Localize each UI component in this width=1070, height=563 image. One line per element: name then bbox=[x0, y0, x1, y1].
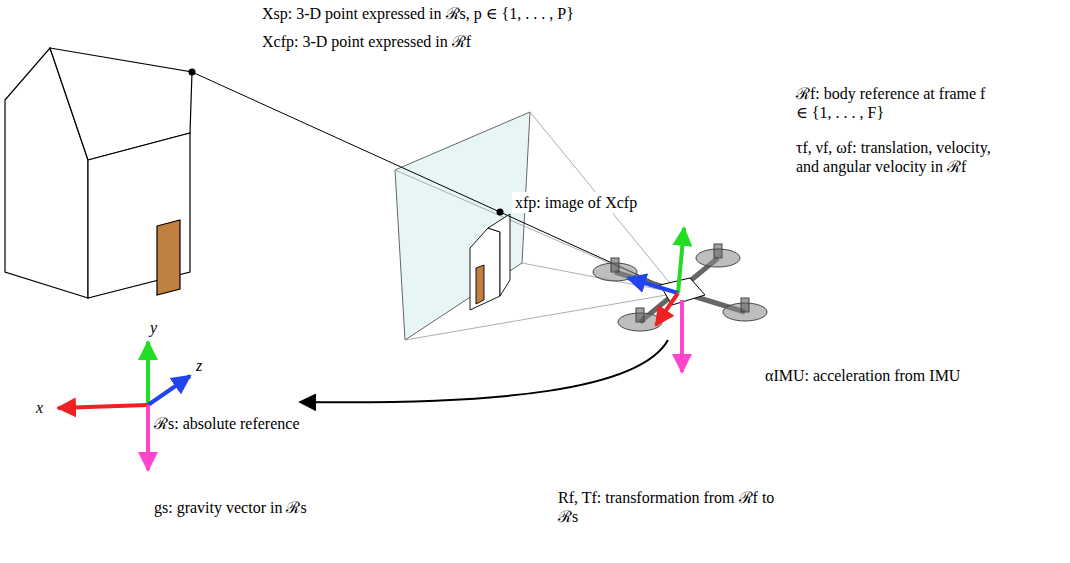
point-dot bbox=[497, 209, 504, 216]
gravity-note: gs: gravity vector in ℛs bbox=[154, 498, 434, 517]
axis-label: z bbox=[196, 356, 202, 375]
image-note: xfp: image of Xcfp bbox=[512, 192, 640, 213]
transform-arrow bbox=[300, 340, 668, 402]
motion-note: τf, νf, ωf: translation, velocity, and a… bbox=[796, 138, 1001, 176]
frame-note: ℛs: absolute reference bbox=[154, 414, 414, 433]
house-drawing bbox=[5, 48, 192, 298]
transform-note: Rf, Tf: transformation from ℛf to ℛs bbox=[558, 488, 788, 526]
body-axes bbox=[628, 228, 684, 372]
axis-label: y bbox=[150, 318, 157, 337]
point-dot bbox=[189, 69, 196, 76]
projection-ray bbox=[192, 72, 678, 293]
absolute-axes bbox=[58, 342, 190, 470]
frame-note: ℛf: body reference at frame f ∈ {1, . . … bbox=[796, 84, 986, 122]
axis-label: x bbox=[36, 398, 43, 417]
point-note: Xsp: 3-D point expressed in ℛs, p ∈ {1, … bbox=[262, 4, 682, 23]
point-note: Xcfp: 3-D point expressed in ℛf bbox=[262, 32, 582, 51]
image-plane bbox=[395, 112, 678, 340]
imu-note: αIMU: acceleration from IMU bbox=[765, 366, 1045, 385]
